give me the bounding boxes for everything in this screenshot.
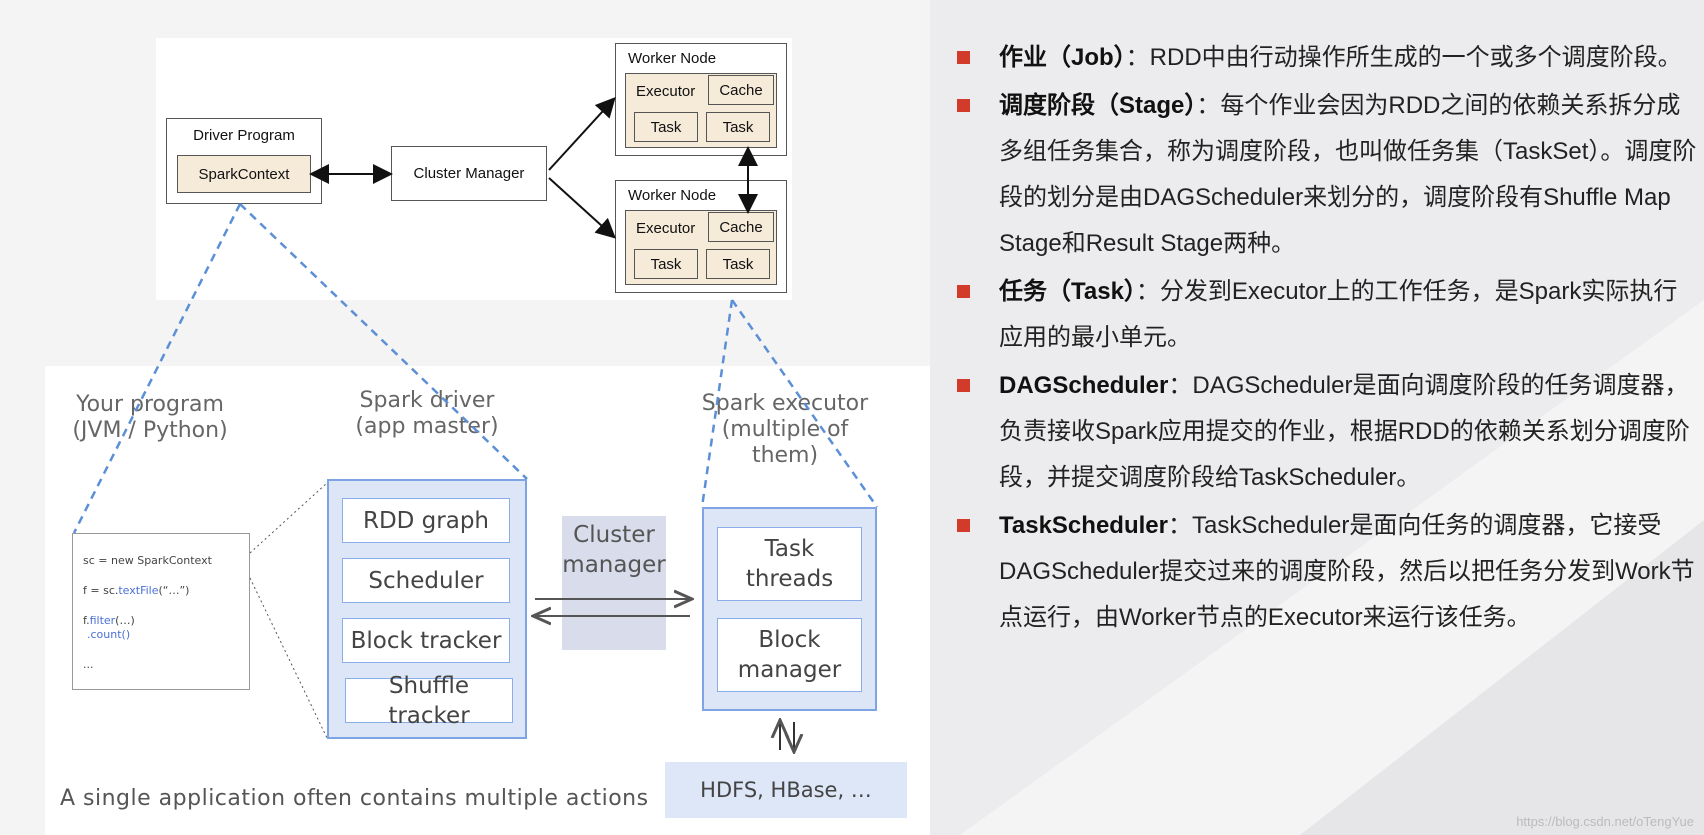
bullet-marker [957,285,970,298]
definition-dagscheduler: DAGScheduler：DAGScheduler是面向调度阶段的任务调度器，负… [955,363,1700,501]
worker-node-2-executor: Executor [636,220,696,237]
block-tracker-box: Block tracker [342,618,510,663]
dashed-expand-4 [730,299,879,508]
dashed-expand-3 [700,299,734,508]
worker-node-2-title: Worker Node [628,187,717,204]
scheduler-box: Scheduler [342,558,510,603]
dotted-code-driver-2 [249,577,328,739]
arrow-cluster-worker-1 [548,97,616,171]
spark-context-box: SparkContext [177,155,311,193]
dashed-expand-1 [72,203,242,534]
definition-stage: 调度阶段（Stage）：每个作业会因为RDD之间的依赖关系拆分成多组任务集合，称… [955,83,1700,267]
rdd-graph-box: RDD graph [342,498,510,543]
definition-taskscheduler: TaskScheduler：TaskScheduler是面向任务的调度器，它接受… [955,503,1700,641]
code-line-2: f = sc.textFile(“…”) [83,584,190,597]
code-line-5: ... [83,658,94,671]
arrow-cluster-worker-2 [548,177,616,239]
worker-node-1-task-2: Task [706,112,770,142]
definition-task: 任务（Task）：分发到Executor上的工作任务，是Spark实际执行应用的… [955,269,1700,361]
worker-node-2-task-1: Task [634,249,698,279]
spark-executor-label: Spark executor(multiple of them) [701,391,869,468]
storage-box: HDFS, HBase, … [665,762,907,818]
driver-program-label: Driver Program [193,127,295,144]
your-program-label: Your program(JVM / Python) [72,392,228,443]
definition-job: 作业（Job）：RDD中由行动操作所生成的一个或多个调度阶段。 [955,35,1700,81]
spark-driver-label: Spark driver(app master) [355,388,499,439]
worker-node-1-task-1: Task [634,112,698,142]
code-line-3: f.filter(…) [83,614,135,627]
cluster-manager-label: Cluster Manager [413,165,525,182]
worker-node-2-cache: Cache [708,212,774,242]
worker-node-1-cache: Cache [708,75,774,105]
code-line-4: .count() [87,628,131,641]
worker-node-1-executor: Executor [636,83,696,100]
dotted-code-driver-1 [249,482,328,554]
worker-node-1-title: Worker Node [628,50,717,67]
watermark: https://blog.csdn.net/oTengYue [1516,814,1694,829]
bullet-marker [957,379,970,392]
program-code-box: sc = new SparkContext f = sc.textFile(“…… [72,533,250,690]
bullet-marker [957,51,970,64]
diagram-caption: A single application often contains mult… [60,786,649,811]
definition-list: 作业（Job）：RDD中由行动操作所生成的一个或多个调度阶段。 调度阶段（Sta… [955,35,1700,643]
bullet-marker [957,99,970,112]
code-line-1: sc = new SparkContext [83,554,212,567]
bullet-marker [957,519,970,532]
spark-context-label: SparkContext [198,165,290,183]
worker-node-2-task-2: Task [706,249,770,279]
cluster-manager-box: Cluster Manager [391,146,547,201]
dashed-expand-2 [239,203,528,480]
